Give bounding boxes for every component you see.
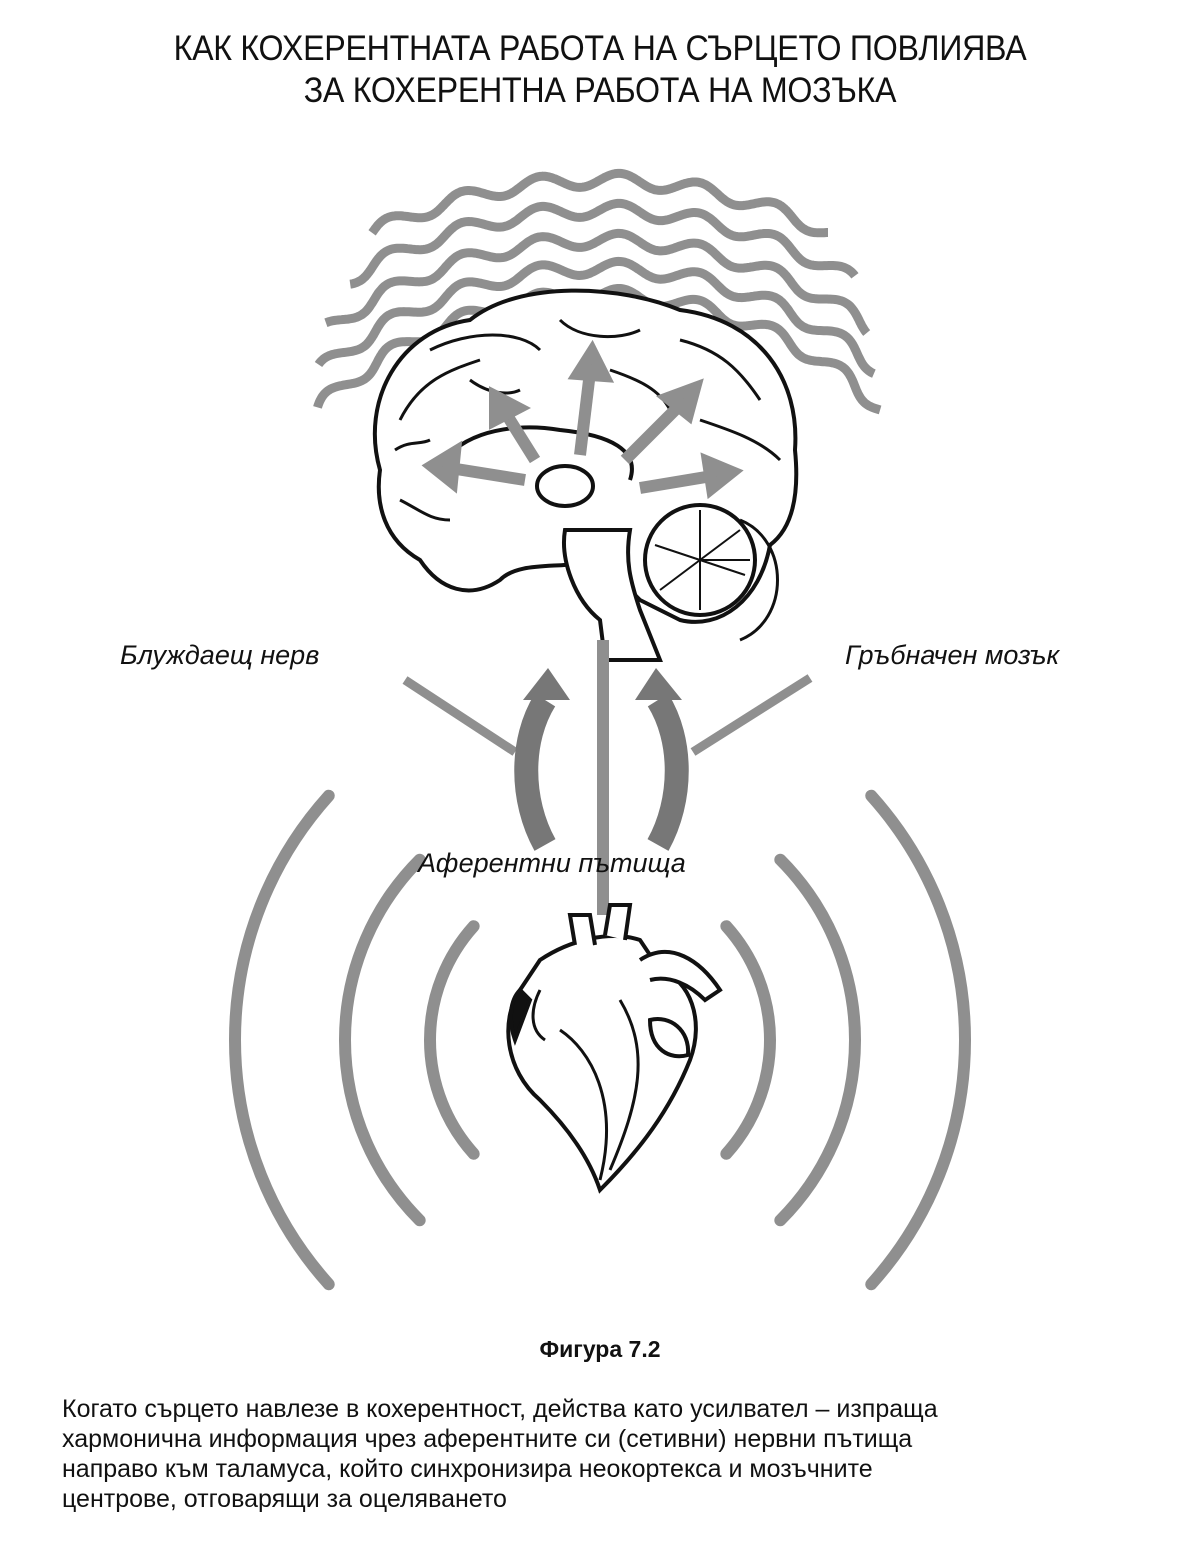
heart-field-arcs xyxy=(229,789,971,1291)
title-line-2: ЗА КОХЕРЕНТНА РАБОТА НА МОЗЪКА xyxy=(303,71,897,110)
wave-line xyxy=(314,256,876,378)
title-line-1: КАК КОХЕРЕНТНАТА РАБОТА НА СЪРЦЕТО ПОВЛИ… xyxy=(173,29,1027,68)
afferent-arrow-right xyxy=(647,693,689,851)
field-arc xyxy=(720,920,776,1160)
afferent-arrow-left xyxy=(514,693,556,851)
wave-line xyxy=(368,168,828,238)
thalamus-radiation-arrows xyxy=(421,339,744,500)
label-vagus-nerve: Блуждаещ нерв xyxy=(120,640,320,670)
brainstem xyxy=(562,528,663,662)
caption-line: Когато сърцето навлезе в кохерентност, д… xyxy=(62,1395,938,1423)
label-afferent-pathways: Аферентни пътища xyxy=(418,848,686,878)
label-spinal-cord: Гръбначен мозък xyxy=(845,640,1060,670)
thalamus xyxy=(535,464,595,508)
field-arc xyxy=(339,853,426,1227)
field-arc xyxy=(774,853,861,1227)
caption-line: направо към таламуса, който синхронизира… xyxy=(62,1455,873,1483)
arrowhead xyxy=(421,440,463,494)
caption-line: хармонична информация чрез аферентните с… xyxy=(62,1425,913,1453)
field-arc xyxy=(865,789,971,1291)
field-arc xyxy=(229,789,335,1291)
brain-coherence-waves xyxy=(313,168,882,415)
spinal-pointer-line xyxy=(690,674,813,756)
wave-line xyxy=(324,228,871,336)
vagus-pointer-line xyxy=(402,676,518,756)
field-arc xyxy=(424,920,480,1160)
wave-line xyxy=(349,198,859,289)
diagram xyxy=(229,168,971,1291)
heart-illustration xyxy=(506,903,723,1194)
figure-number: Фигура 7.2 xyxy=(539,1336,661,1362)
figure-caption: Когато сърцето навлезе в кохерентност, д… xyxy=(62,1394,1162,1514)
nerve-pathways xyxy=(402,640,813,915)
caption-line: центрове, отговарящи за оцеляването xyxy=(62,1485,507,1513)
